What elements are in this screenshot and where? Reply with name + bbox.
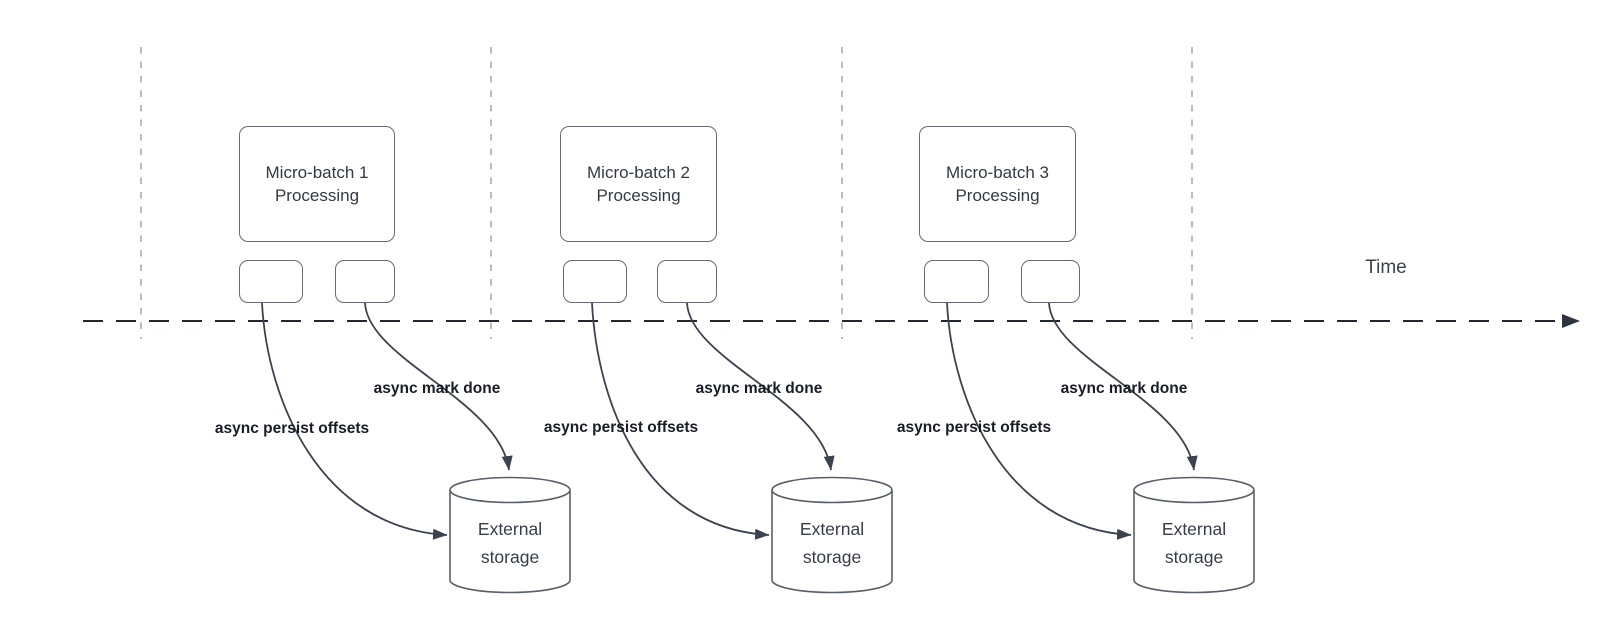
microbatch-processing-box: Micro-batch 3 Processing: [919, 126, 1076, 242]
microbatch-title-line1: Micro-batch 2: [587, 163, 690, 182]
external-storage-label: External storage: [477, 519, 543, 567]
microbatch-title-line1: Micro-batch 1: [265, 163, 369, 182]
microbatch-processing-box: Micro-batch 2 Processing: [560, 126, 717, 242]
persist-offsets-arrow: [261, 302, 448, 540]
persist-offsets-label: async persist offsets: [896, 419, 1052, 436]
done-task-box: [335, 260, 395, 303]
mark-done-label: async mark done: [373, 380, 501, 397]
offset-task-box: [239, 260, 303, 303]
external-storage-label: External storage: [799, 519, 865, 567]
time-axis-label: Time: [1365, 257, 1407, 278]
mark-done-arrow: [686, 302, 835, 471]
microbatch-processing-box: Micro-batch 1 Processing: [239, 126, 395, 242]
persist-offsets-label: async persist offsets: [543, 419, 699, 436]
microbatch-title-line2: Processing: [596, 186, 681, 205]
offset-task-box: [563, 260, 627, 303]
external-storage-label: External storage: [1161, 519, 1227, 567]
persist-offsets-arrow: [591, 302, 770, 540]
persist-offsets-label: async persist offsets: [214, 420, 370, 437]
done-task-box: [657, 260, 717, 303]
mark-done-label: async mark done: [695, 380, 823, 397]
mark-done-label: async mark done: [1060, 380, 1188, 397]
persist-offsets-arrow: [946, 302, 1132, 540]
microbatch-title-line1: Micro-batch 3: [946, 163, 1049, 182]
storage-cylinder-icon: [771, 476, 893, 594]
time-axis-arrowhead-icon: [1562, 314, 1580, 328]
microbatch-title-line2: Processing: [955, 186, 1040, 205]
storage-cylinder-icon: [1133, 476, 1255, 594]
mark-done-arrow: [364, 302, 513, 471]
storage-cylinder-icon: [449, 476, 571, 594]
done-task-box: [1021, 260, 1080, 303]
offset-task-box: [924, 260, 989, 303]
microbatch-title-line2: Processing: [274, 186, 360, 205]
mark-done-arrow: [1048, 302, 1198, 471]
